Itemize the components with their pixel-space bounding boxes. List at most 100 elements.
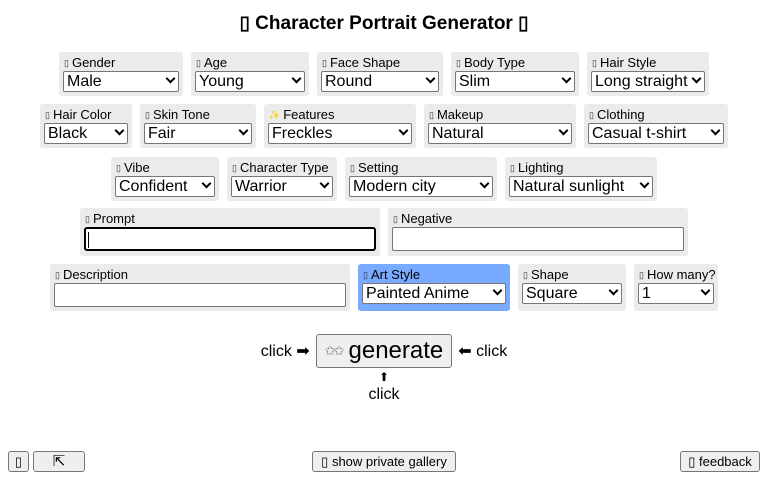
chevron-down-icon <box>710 125 721 136</box>
page-title: ▯ Character Portrait Generator ▯ <box>239 13 529 34</box>
field-character-type: ▯Character Type Warrior <box>227 157 337 201</box>
sparkles-icon: ✨ <box>269 110 281 120</box>
chevron-down-icon <box>291 73 302 84</box>
face-shape-icon: ▯ <box>322 58 327 68</box>
body-type-label: Body Type <box>463 55 526 70</box>
field-features: ✨Features Freckles <box>264 104 416 148</box>
field-gender: ▯Gender Male <box>59 52 183 96</box>
field-prompt: ▯Prompt <box>80 208 380 256</box>
field-art-style: ▯Art Style Painted Anime <box>358 264 510 311</box>
expand-button[interactable]: ⇱ <box>33 451 85 472</box>
character-type-icon: ▯ <box>232 163 237 173</box>
how-many-icon: ▯ <box>639 270 644 280</box>
face-shape-select[interactable]: Round <box>321 71 439 92</box>
field-negative: ▯Negative <box>388 208 688 256</box>
click-hint-left: click ➡ <box>260 343 310 360</box>
clothing-label: Clothing <box>596 107 645 122</box>
shape-icon: ▯ <box>523 270 528 280</box>
shape-select[interactable]: Square <box>522 283 622 304</box>
shape-label: Shape <box>530 267 569 282</box>
field-body-type: ▯Body Type Slim <box>451 52 579 96</box>
menu-button[interactable]: ▯ <box>8 451 29 472</box>
description-label: Description <box>62 267 128 282</box>
skin-tone-select[interactable]: Fair <box>144 123 252 144</box>
hair-style-select[interactable]: Long straight <box>591 71 705 92</box>
skin-tone-icon: ▯ <box>145 110 150 120</box>
makeup-select[interactable]: Natural <box>428 123 572 144</box>
skin-tone-label: Skin Tone <box>152 107 210 122</box>
setting-icon: ▯ <box>350 163 355 173</box>
age-select[interactable]: Young <box>195 71 305 92</box>
hair-color-label: Hair Color <box>52 107 112 122</box>
character-type-select[interactable]: Warrior <box>231 176 333 197</box>
how-many-label: How many? <box>646 267 716 282</box>
setting-select[interactable]: Modern city <box>349 176 493 197</box>
field-face-shape: ▯Face Shape Round <box>317 52 443 96</box>
chevron-down-icon <box>700 285 711 296</box>
chevron-down-icon <box>558 125 569 136</box>
negative-input[interactable] <box>392 227 684 251</box>
lighting-select[interactable]: Natural sunlight <box>509 176 653 197</box>
text-caret <box>88 232 89 248</box>
chevron-down-icon <box>238 125 249 136</box>
field-setting: ▯Setting Modern city <box>345 157 497 201</box>
negative-label: Negative <box>400 211 453 226</box>
gender-label: Gender <box>71 55 116 70</box>
menu-icon: ▯ <box>14 454 23 469</box>
chevron-down-icon <box>425 73 436 84</box>
chevron-down-icon <box>561 73 572 84</box>
prompt-label: Prompt <box>92 211 135 226</box>
field-clothing: ▯Clothing Casual t-shirt <box>584 104 728 148</box>
generate-button[interactable]: ✩✩ generate <box>315 334 453 368</box>
show-private-gallery-button[interactable]: ▯ show private gallery <box>312 451 456 472</box>
clothing-select[interactable]: Casual t-shirt <box>588 123 724 144</box>
generate-label: generate <box>348 337 444 364</box>
field-age: ▯Age Young <box>191 52 309 96</box>
generate-row: click ➡ ✩✩ generate ⬅ click <box>0 334 768 368</box>
chevron-down-icon <box>691 73 702 84</box>
how-many-select[interactable]: 1 <box>638 283 714 304</box>
arrow-up-icon: ⬆ <box>378 370 390 384</box>
field-shape: ▯Shape Square <box>518 264 626 311</box>
hair-style-label: Hair Style <box>599 55 657 70</box>
row-context: ▯Vibe Confident ▯Character Type Warrior … <box>0 157 768 201</box>
field-description: ▯Description <box>50 264 350 311</box>
gender-select[interactable]: Male <box>63 71 179 92</box>
features-select[interactable]: Freckles <box>268 123 412 144</box>
clothing-icon: ▯ <box>589 110 594 120</box>
setting-label: Setting <box>357 160 399 175</box>
lighting-icon: ▯ <box>510 163 515 173</box>
art-style-select[interactable]: Painted Anime <box>362 283 506 304</box>
row-prompts: ▯Prompt ▯Negative <box>0 208 768 256</box>
vibe-select[interactable]: Confident <box>115 176 215 197</box>
click-hint-right: ⬅ click <box>458 343 508 360</box>
chevron-down-icon <box>608 285 619 296</box>
field-skin-tone: ▯Skin Tone Fair <box>140 104 256 148</box>
row-details: ▯Hair Color Black ▯Skin Tone Fair ✨Featu… <box>0 104 768 148</box>
field-makeup: ▯Makeup Natural <box>424 104 576 148</box>
click-hint-below: click <box>368 386 400 403</box>
face-shape-label: Face Shape <box>329 55 401 70</box>
chevron-down-icon <box>492 285 503 296</box>
chevron-down-icon <box>479 178 490 189</box>
expand-arrow-icon: ⇱ <box>52 453 66 470</box>
chevron-down-icon <box>165 73 176 84</box>
body-type-icon: ▯ <box>456 58 461 68</box>
vibe-icon: ▯ <box>116 163 121 173</box>
prompt-input[interactable] <box>84 227 376 251</box>
makeup-icon: ▯ <box>429 110 434 120</box>
stars-icon: ✩✩ <box>324 343 345 358</box>
chevron-down-icon <box>114 125 125 136</box>
age-label: Age <box>203 55 228 70</box>
description-input[interactable] <box>54 283 346 307</box>
hair-color-icon: ▯ <box>45 110 50 120</box>
field-lighting: ▯Lighting Natural sunlight <box>505 157 657 201</box>
feedback-button[interactable]: ▯ feedback <box>680 451 760 472</box>
field-hair-style: ▯Hair Style Long straight <box>587 52 709 96</box>
art-style-icon: ▯ <box>363 270 368 280</box>
hair-color-select[interactable]: Black <box>44 123 128 144</box>
row-appearance: ▯Gender Male ▯Age Young ▯Face Shape Roun… <box>0 52 768 96</box>
body-type-select[interactable]: Slim <box>455 71 575 92</box>
row-output: ▯Description ▯Art Style Painted Anime ▯S… <box>0 264 768 311</box>
gender-icon: ▯ <box>64 58 69 68</box>
